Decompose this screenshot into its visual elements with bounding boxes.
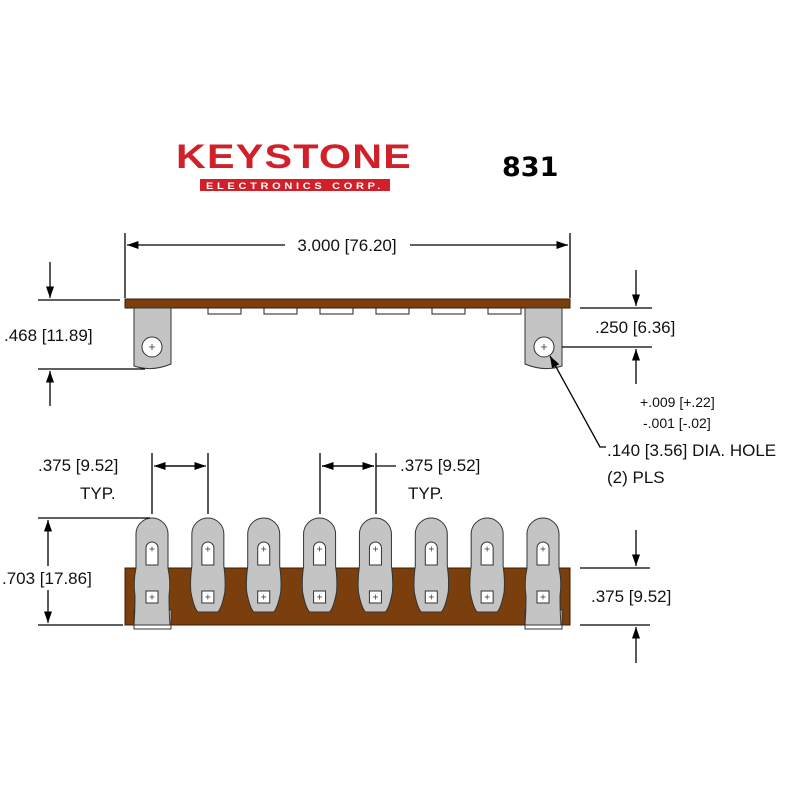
terminal-tab [431, 307, 466, 315]
terminal-lug [357, 517, 394, 613]
slot-icon [480, 541, 494, 566]
slot-icon [145, 541, 159, 566]
height-right-dim: .250 [6.36] [595, 318, 675, 337]
pitch-right-typ: TYP. [408, 484, 444, 503]
logo-name: KEYSTONE [176, 138, 412, 176]
part-number: 831 [502, 152, 558, 183]
terminal-lug [301, 517, 338, 613]
slot-icon [368, 541, 382, 566]
terminal-lug [190, 517, 226, 613]
overall-length-dim: 3.000 [76.20] [297, 236, 396, 255]
board-height-dim: .375 [9.52] [591, 587, 671, 606]
slot-icon [257, 541, 271, 566]
tolerance-minus: -.001 [-.02] [643, 415, 711, 431]
hole-qty: (2) PLS [607, 468, 665, 487]
terminal-lug [245, 517, 282, 613]
terminal-tab [207, 307, 242, 315]
terminal-lug [133, 517, 172, 630]
logo-subtitle: ELECTRONICS CORP. [206, 181, 384, 192]
slot-icon [201, 541, 215, 566]
slot-icon [424, 541, 438, 566]
keystone-logo: KEYSTONE ELECTRONICS CORP. [176, 138, 412, 192]
tolerance-plus: +.009 [+.22] [640, 394, 715, 410]
top-view: 3.000 [76.20] .468 [11.89] .250 [6.36] +… [4, 233, 776, 487]
overall-height-dim: .703 [17.86] [2, 569, 92, 588]
lug-body [133, 517, 171, 626]
terminal-lug [524, 517, 563, 630]
terminal-tab [375, 307, 410, 315]
hole-note: .140 [3.56] DIA. HOLE [607, 441, 776, 460]
pitch-left-dim: .375 [9.52] [38, 456, 118, 475]
slot-icon [313, 541, 327, 566]
terminals [133, 517, 563, 630]
height-left-dim: .468 [11.89] [4, 326, 93, 345]
pitch-right-dim: .375 [9.52] [400, 456, 480, 475]
terminal-tab [487, 307, 522, 315]
board-top-view [124, 298, 571, 309]
terminal-tab [263, 307, 298, 315]
terminal-lug [469, 517, 505, 613]
terminal-lug [413, 517, 450, 613]
mount-lug-right [524, 307, 563, 370]
pitch-left-typ: TYP. [80, 484, 116, 503]
mount-lug-left [133, 307, 172, 370]
front-view: .375 [9.52] TYP. .375 [9.52] TYP. .703 [… [2, 453, 671, 663]
lug-body [524, 517, 562, 626]
top-tabs [207, 307, 522, 315]
terminal-tab [319, 307, 354, 315]
slot-icon [536, 541, 550, 566]
